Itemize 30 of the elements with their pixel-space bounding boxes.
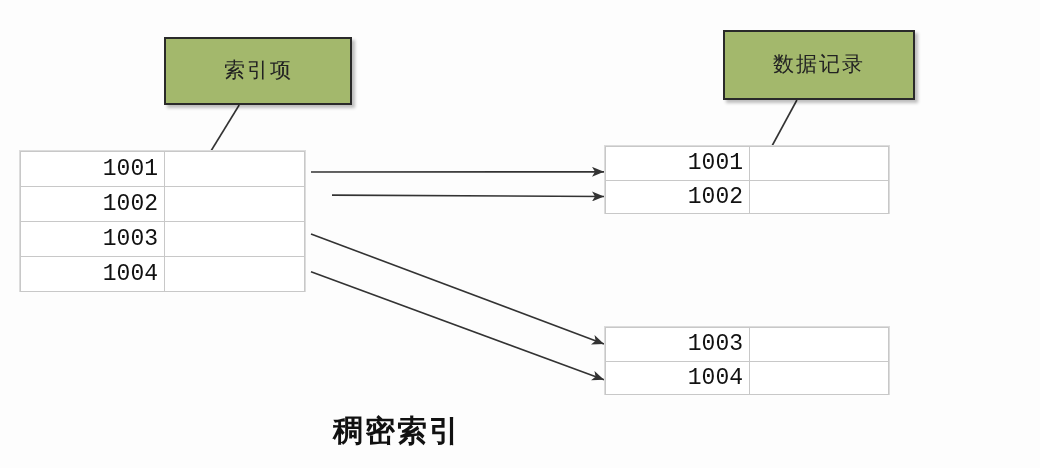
table-row [605, 146, 889, 181]
table [605, 327, 889, 394]
arrow [310, 233, 605, 345]
key-value: 1003 [687, 333, 743, 356]
key-value: 1001 [102, 157, 158, 181]
leader-line [210, 104, 240, 152]
leader-line [771, 99, 798, 147]
arrow [310, 166, 605, 177]
arrow [310, 270, 605, 381]
label-box [723, 30, 915, 100]
table-row [605, 180, 889, 214]
table-row [20, 151, 305, 187]
key-value: 1003 [102, 227, 158, 251]
label-text: 数据记录 [773, 51, 865, 79]
table-row [605, 361, 889, 395]
table-row [605, 327, 889, 362]
key-value: 1002 [102, 192, 158, 216]
key-value: 1001 [687, 152, 743, 175]
table [605, 146, 889, 213]
table-row [20, 221, 305, 257]
caption: 稠密索引 [333, 412, 461, 450]
key-value: 1004 [102, 262, 158, 286]
table-row [20, 256, 305, 292]
label-box [164, 37, 352, 105]
table-row [20, 186, 305, 222]
table [20, 151, 305, 291]
key-value: 1004 [687, 366, 743, 390]
arrow [331, 191, 605, 202]
key-value: 1002 [687, 185, 743, 209]
label-text: 索引项 [223, 57, 293, 85]
